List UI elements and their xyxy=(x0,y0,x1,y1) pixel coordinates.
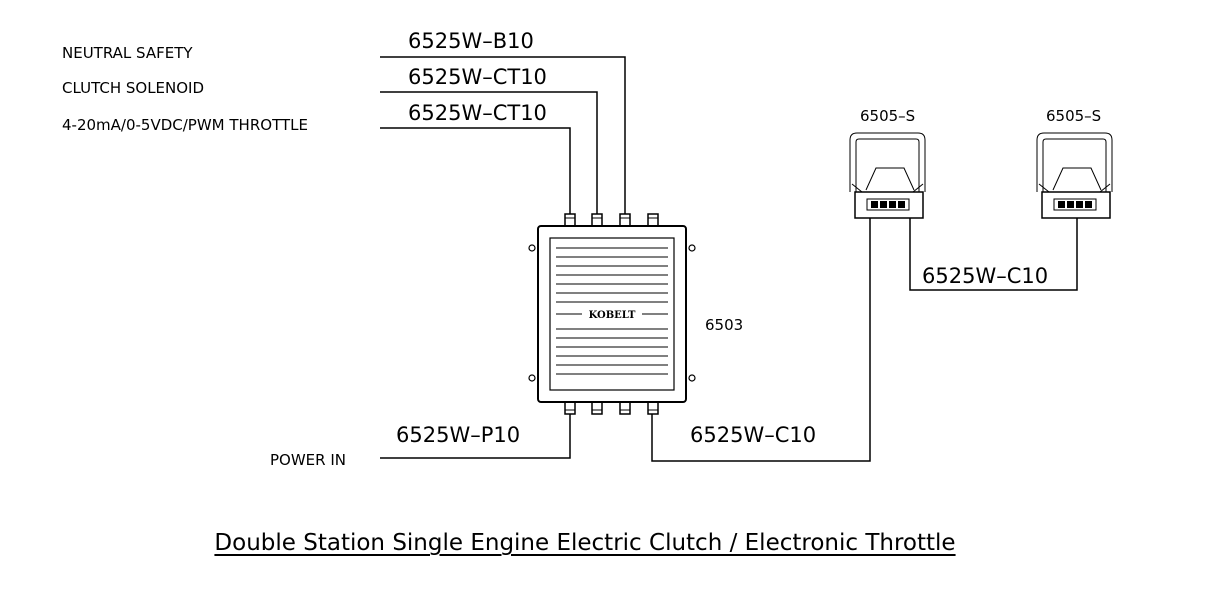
cable-c10-stations-label: 6525W–C10 xyxy=(922,264,1048,288)
wire-c10-stations xyxy=(909,218,1078,291)
wire-c10-main xyxy=(651,218,871,462)
controller-fins xyxy=(556,247,668,375)
cable-p10-label: 6525W–P10 xyxy=(396,423,520,447)
clutch-solenoid-label: CLUTCH SOLENOID xyxy=(62,79,204,97)
station-1-model-label: 6505–S xyxy=(860,107,915,125)
wire-ct10-b xyxy=(380,127,571,214)
wire-b10 xyxy=(380,56,626,214)
cable-c10-main-label: 6525W–C10 xyxy=(690,423,816,447)
controller-top-connectors xyxy=(564,213,659,227)
station-1: 6505–S xyxy=(849,107,926,219)
power-in-label: POWER IN xyxy=(270,451,346,469)
station-2: 6505–S xyxy=(1036,107,1113,219)
controller-6503: KOBELT xyxy=(528,225,696,403)
wire-p10 xyxy=(380,414,571,459)
controller-model-label: 6503 xyxy=(705,316,743,334)
controller-bottom-connectors xyxy=(564,401,659,415)
cable-b10-label: 6525W–B10 xyxy=(408,29,534,53)
cable-ct10-a-label: 6525W–CT10 xyxy=(408,65,547,89)
station-2-model-label: 6505–S xyxy=(1046,107,1101,125)
neutral-safety-label: NEUTRAL SAFETY xyxy=(62,44,193,62)
controller-brand-label: KOBELT xyxy=(589,310,636,321)
wire-ct10-a xyxy=(380,91,598,214)
diagram-caption: Double Station Single Engine Electric Cl… xyxy=(214,530,956,556)
throttle-label: 4-20mA/0-5VDC/PWM THROTTLE xyxy=(62,116,308,134)
cable-ct10-b-label: 6525W–CT10 xyxy=(408,101,547,125)
